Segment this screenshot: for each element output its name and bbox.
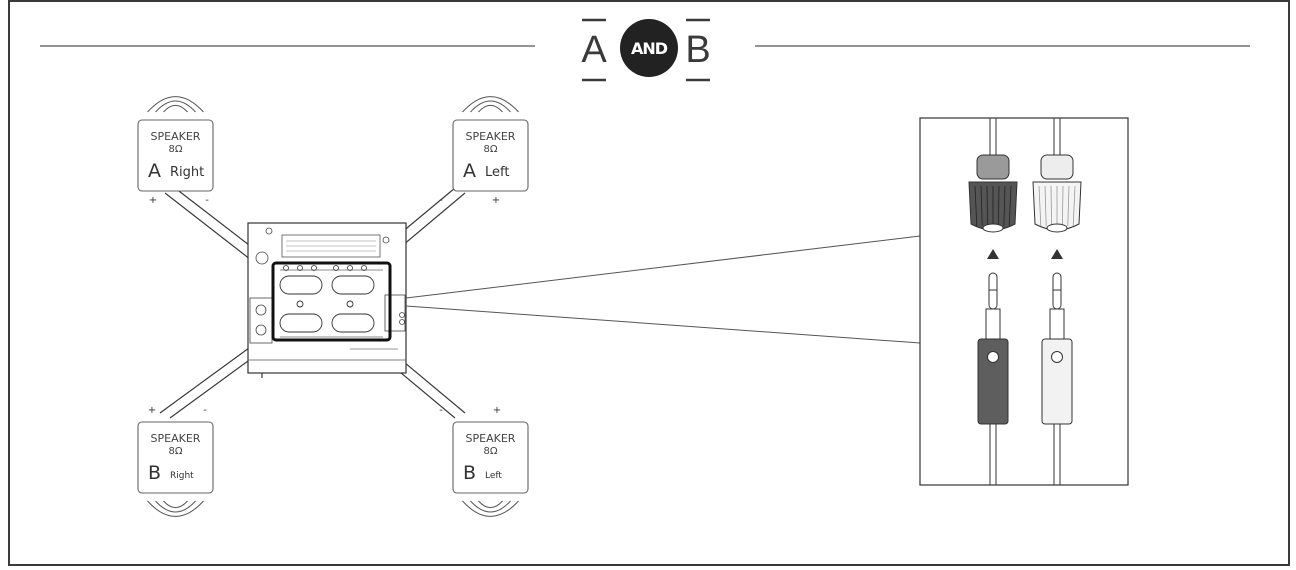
amplifier-rear-panel [247,222,407,374]
speaker-channel-letter: B [148,462,161,484]
speaker-title: SPEAKER [151,432,201,445]
terminal-b-right [279,313,323,333]
speaker-terminal-highlight [271,261,392,342]
header-letter-a: A [581,29,607,71]
speaker-side-label: Left [485,471,502,481]
terminal-a-right [279,275,323,295]
black-banana-plug [1032,118,1082,485]
speaker-box [452,421,529,494]
speaker-impedance: 8Ω [168,446,182,457]
speaker-title: SPEAKER [466,130,516,143]
speaker-channel-letter: A [148,160,161,182]
sound-waves [462,96,519,113]
ground-screw [255,251,269,265]
speaker-box [137,119,214,192]
speaker-impedance: 8Ω [168,144,182,155]
speaker-minus-label: - [439,405,443,416]
speaker-side-label: Right [170,165,204,180]
banana-plug-inset [919,117,1129,486]
speaker-minus-label: - [439,195,443,206]
red-banana-plug [968,118,1018,485]
speaker-plus-label: + [493,405,501,416]
spec-box [281,234,381,258]
zoom-line-top [405,235,921,299]
diagram-frame [8,0,1290,566]
speaker-side-label: Right [170,471,194,481]
speaker-impedance: 8Ω [483,144,497,155]
output-jack-block [384,294,406,332]
speaker-minus-label: - [203,405,207,416]
speaker-side-label: Left [485,165,509,180]
and-badge [620,19,678,77]
speaker-plus-label: + [149,195,157,206]
speaker-title: SPEAKER [466,432,516,445]
header-title: A AND B [581,18,711,82]
and-label: AND [631,39,668,58]
terminal-b-left [331,313,375,333]
speaker-impedance: 8Ω [483,446,497,457]
speaker-box [137,421,214,494]
inset-frame [919,117,1129,486]
speaker-box [452,119,529,192]
speaker-channel-letter: A [463,160,476,182]
speaker-minus-label: - [205,195,209,206]
speaker-title: SPEAKER [151,130,201,143]
sound-waves [147,96,204,113]
sound-waves [147,500,204,517]
sound-waves [462,500,519,517]
speaker-plus-label: + [148,405,156,416]
zoom-line-bottom [405,305,921,344]
header-letter-b: B [685,29,710,71]
speaker-channel-letter: B [463,462,476,484]
terminal-a-left [331,275,375,295]
speaker-plus-label: + [492,195,500,206]
